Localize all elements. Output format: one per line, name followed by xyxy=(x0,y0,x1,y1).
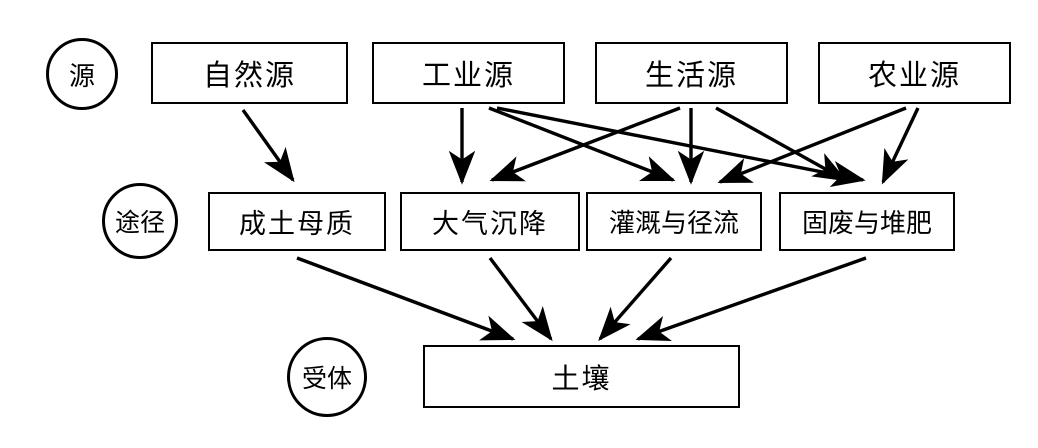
node-solid-waste-compost-label: 固废与堆肥 xyxy=(801,209,932,239)
node-industrial-source-label: 工业源 xyxy=(421,58,515,92)
edge-parent-material-to-soil xyxy=(296,256,516,341)
node-atmospheric-deposition[interactable]: 大气沉降 xyxy=(400,192,580,251)
node-domestic-source-label: 生活源 xyxy=(644,58,738,92)
edge-agriculture-to-solidwaste xyxy=(881,107,920,185)
node-irrigation-runoff[interactable]: 灌溉与径流 xyxy=(586,192,762,251)
node-parent-material[interactable]: 成土母质 xyxy=(208,192,386,251)
edge-atmospheric-to-soil xyxy=(488,256,553,342)
edge-solidwaste-to-soil xyxy=(635,256,867,342)
node-solid-waste-compost[interactable]: 固废与堆肥 xyxy=(779,192,955,251)
node-industrial-source[interactable]: 工业源 xyxy=(372,42,565,104)
layer-label-pathway-text: 途径 xyxy=(114,208,165,237)
node-agriculture-source[interactable]: 农业源 xyxy=(818,42,1011,104)
edge-agriculture-to-irrigation xyxy=(717,106,907,184)
node-domestic-source[interactable]: 生活源 xyxy=(595,42,788,104)
node-soil-label: 土壤 xyxy=(551,361,612,395)
node-natural-source-label: 自然源 xyxy=(202,58,296,92)
layer-label-pathway: 途径 xyxy=(102,183,178,259)
node-natural-source[interactable]: 自然源 xyxy=(151,42,348,104)
edge-domestic-to-atmospheric xyxy=(489,106,681,182)
layer-label-source-text: 源 xyxy=(68,61,95,92)
node-atmospheric-deposition-label: 大气沉降 xyxy=(432,209,548,240)
edge-industrial-to-solidwaste xyxy=(496,106,866,187)
layer-label-receptor: 受体 xyxy=(287,337,367,417)
node-soil[interactable]: 土壤 xyxy=(423,345,740,408)
layer-label-receptor-text: 受体 xyxy=(301,364,352,393)
node-agriculture-source-label: 农业源 xyxy=(867,58,961,92)
edge-irrigation-to-soil xyxy=(598,256,673,342)
layer-label-source: 源 xyxy=(46,38,118,110)
node-irrigation-runoff-label: 灌溉与径流 xyxy=(608,209,739,239)
edge-domestic-to-solidwaste xyxy=(715,106,848,182)
node-parent-material-label: 成土母质 xyxy=(239,209,355,240)
edge-natural-to-parent-material xyxy=(241,109,295,183)
edge-industrial-to-irrigation xyxy=(488,106,676,182)
